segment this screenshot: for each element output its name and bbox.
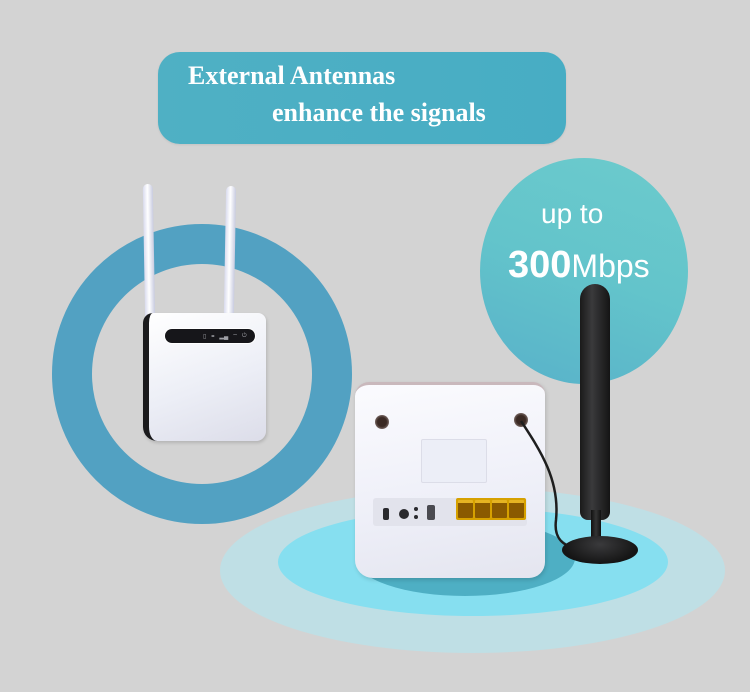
network-bars-icon: ▂▄ <box>219 333 229 340</box>
reset-button-icon <box>414 507 418 511</box>
banner-headline: External Antennas <box>188 61 396 90</box>
title-banner <box>158 52 566 144</box>
lan-port-4-icon <box>509 500 524 518</box>
power-icon: ⏻ <box>241 332 247 339</box>
speed-number: 300 <box>508 244 572 286</box>
speed-unit: Mbps <box>571 248 650 284</box>
banner-subheadline: enhance the signals <box>272 98 486 127</box>
antenna-connector-left-icon <box>375 415 389 429</box>
external-antenna-icon <box>580 284 610 520</box>
magnetic-base-icon <box>562 536 638 564</box>
led-icon-row: ▯ ⚭ ▂▄ ⌔ ⏻ <box>203 329 247 343</box>
signal-icon: ▯ <box>203 333 207 340</box>
dc-power-port-icon <box>399 509 409 519</box>
usb-port-icon <box>427 505 435 520</box>
led-indicator-panel <box>165 329 255 343</box>
speed-value: 300Mbps <box>508 246 650 284</box>
lan-port-1-icon <box>458 500 473 518</box>
wifi-icon: ⌔ <box>232 334 238 340</box>
lan-port-2-icon <box>475 500 490 518</box>
antenna-connector-right-icon <box>514 413 528 427</box>
wps-button-icon <box>414 515 418 519</box>
lan-ports <box>456 498 526 520</box>
link-icon: ⚭ <box>210 333 216 340</box>
usb-c-port-icon <box>383 508 389 520</box>
external-antenna-neck <box>591 510 601 542</box>
lan-port-3-icon <box>492 500 507 518</box>
speed-prefix: up to <box>541 198 604 229</box>
label-area <box>421 439 487 483</box>
